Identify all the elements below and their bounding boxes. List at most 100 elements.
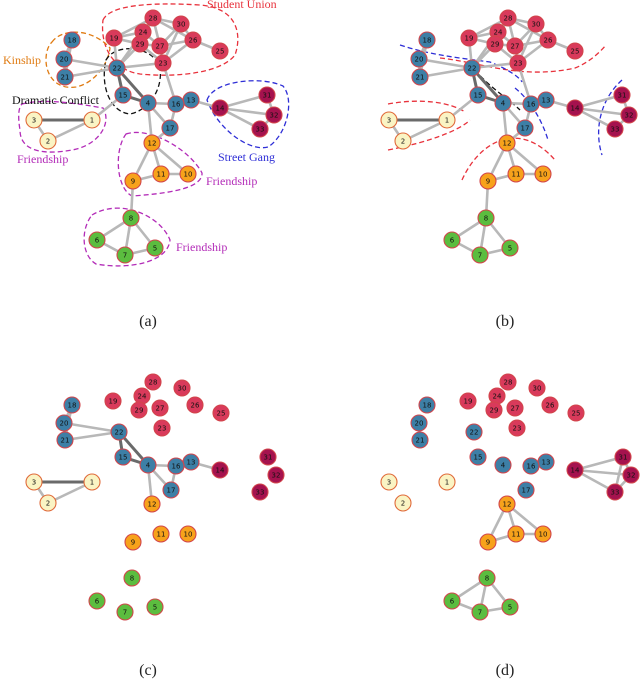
node-a-26: 26 bbox=[184, 31, 202, 49]
node-label: 8 bbox=[130, 575, 134, 583]
node-b-4: 4 bbox=[494, 94, 512, 112]
label-friendship-3: Friendship bbox=[176, 240, 227, 254]
node-label: 9 bbox=[131, 539, 135, 547]
node-b-30: 30 bbox=[527, 15, 545, 33]
node-circle bbox=[105, 29, 123, 47]
node-circle bbox=[173, 379, 191, 397]
node-d-15: 15 bbox=[469, 448, 487, 466]
node-circle bbox=[438, 473, 456, 491]
label-kinship: Kinship bbox=[3, 53, 41, 67]
node-circle bbox=[211, 99, 229, 117]
node-label: 15 bbox=[474, 92, 483, 100]
node-circle bbox=[566, 99, 584, 117]
node-c-16: 16 bbox=[167, 457, 185, 475]
node-circle bbox=[438, 111, 456, 129]
node-label: 20 bbox=[415, 420, 424, 428]
node-circle bbox=[179, 525, 197, 543]
node-label: 3 bbox=[32, 117, 36, 125]
node-circle bbox=[151, 37, 169, 55]
node-circle bbox=[479, 172, 497, 190]
node-circle bbox=[507, 525, 525, 543]
node-c-14: 14 bbox=[211, 461, 229, 479]
node-c-20: 20 bbox=[55, 414, 73, 432]
node-circle bbox=[613, 86, 631, 104]
node-label: 21 bbox=[61, 74, 70, 82]
node-circle bbox=[509, 54, 527, 72]
node-b-8: 8 bbox=[477, 209, 495, 227]
node-b-29: 29 bbox=[486, 35, 504, 53]
region-dramatic-conflict-outline bbox=[103, 48, 162, 115]
region-street-gang-outline bbox=[206, 80, 290, 149]
node-circle bbox=[63, 31, 81, 49]
partition-blue-middle bbox=[514, 87, 549, 141]
node-circle bbox=[394, 132, 412, 150]
node-circle bbox=[153, 419, 171, 437]
edge-a-21-22 bbox=[63, 66, 119, 79]
node-label: 33 bbox=[256, 489, 265, 497]
node-b-22: 22 bbox=[463, 59, 481, 77]
node-label: 6 bbox=[450, 237, 455, 245]
node-a-32: 32 bbox=[265, 106, 283, 124]
node-b-16: 16 bbox=[522, 95, 540, 113]
node-a-7: 7 bbox=[116, 246, 134, 264]
node-circle bbox=[124, 172, 142, 190]
node-circle bbox=[566, 42, 584, 60]
node-circle bbox=[606, 120, 624, 138]
node-label: 28 bbox=[504, 15, 513, 23]
node-a-8: 8 bbox=[122, 209, 140, 227]
node-circle bbox=[116, 246, 134, 264]
node-label: 32 bbox=[627, 472, 636, 480]
node-circle bbox=[88, 592, 106, 610]
node-label: 28 bbox=[149, 379, 158, 387]
node-label: 23 bbox=[514, 60, 523, 68]
node-label: 13 bbox=[542, 459, 551, 467]
edge-d-14-32 bbox=[573, 468, 633, 477]
node-d-10: 10 bbox=[534, 525, 552, 543]
node-circle bbox=[418, 31, 436, 49]
edge-c-21-22 bbox=[63, 430, 121, 442]
node-circle bbox=[478, 569, 496, 587]
node-label: 32 bbox=[272, 472, 281, 480]
label-friendship-1: Friendship bbox=[17, 152, 68, 166]
node-label: 16 bbox=[172, 101, 181, 109]
node-label: 10 bbox=[184, 171, 193, 179]
node-circle bbox=[418, 396, 436, 414]
node-label: 30 bbox=[533, 385, 542, 393]
node-label: 11 bbox=[512, 171, 521, 179]
node-circle bbox=[152, 525, 170, 543]
node-circle bbox=[146, 239, 164, 257]
node-d-26: 26 bbox=[541, 396, 559, 414]
node-circle bbox=[527, 15, 545, 33]
panel-c-caption: (c) bbox=[139, 662, 157, 679]
node-circle bbox=[130, 401, 148, 419]
node-circle bbox=[394, 494, 412, 512]
node-label: 10 bbox=[184, 531, 193, 539]
node-a-27: 27 bbox=[151, 37, 169, 55]
node-circle bbox=[469, 86, 487, 104]
node-c-8: 8 bbox=[123, 569, 141, 587]
node-label: 31 bbox=[263, 92, 272, 100]
partition-red-left bbox=[387, 100, 466, 113]
edge-b-20-22 bbox=[417, 57, 474, 70]
node-label: 19 bbox=[110, 35, 119, 43]
node-label: 3 bbox=[387, 479, 391, 487]
node-d-16: 16 bbox=[522, 457, 540, 475]
node-a-16: 16 bbox=[167, 95, 185, 113]
node-c-3: 3 bbox=[25, 473, 43, 491]
node-label: 19 bbox=[464, 398, 473, 406]
node-c-9: 9 bbox=[124, 533, 142, 551]
node-circle bbox=[539, 31, 557, 49]
node-c-15: 15 bbox=[114, 448, 132, 466]
node-circle bbox=[517, 481, 535, 499]
node-label: 22 bbox=[113, 65, 122, 73]
node-label: 11 bbox=[157, 531, 166, 539]
node-d-5: 5 bbox=[501, 598, 519, 616]
node-d-4: 4 bbox=[494, 456, 512, 474]
node-b-25: 25 bbox=[566, 42, 584, 60]
node-label: 17 bbox=[521, 125, 530, 133]
node-a-25: 25 bbox=[211, 42, 229, 60]
node-b-33: 33 bbox=[606, 120, 624, 138]
edge-a-14-32 bbox=[218, 106, 276, 117]
node-label: 30 bbox=[532, 21, 541, 29]
node-b-17: 17 bbox=[516, 119, 534, 137]
